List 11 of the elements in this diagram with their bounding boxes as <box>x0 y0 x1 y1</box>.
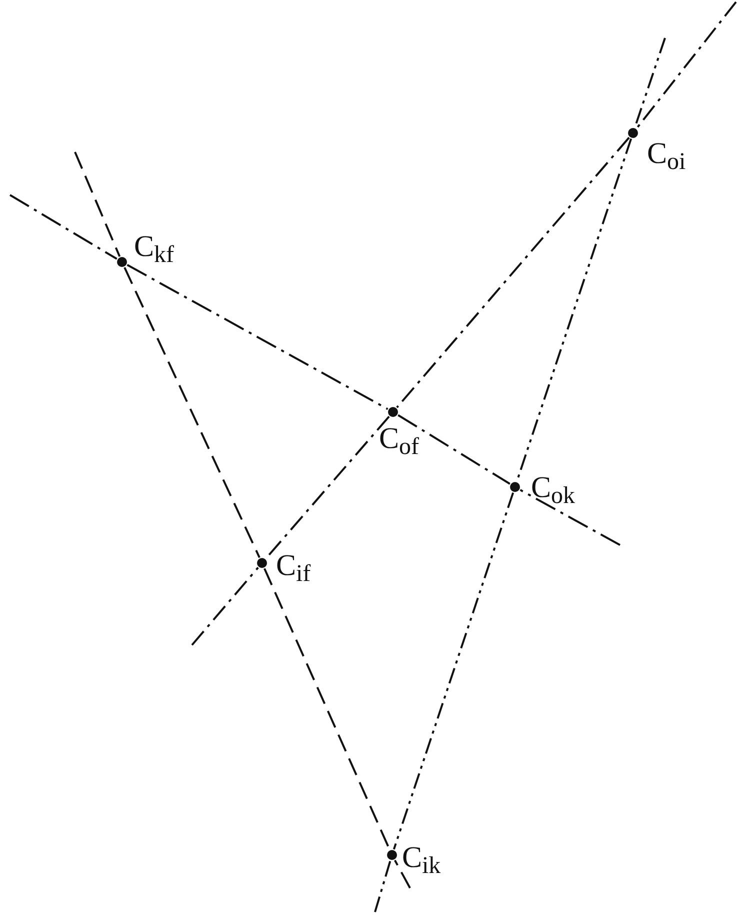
point-label: C$_{ok}$ <box>531 473 576 508</box>
construction-line <box>392 492 514 850</box>
point-label: C$_{ik}$ <box>402 843 441 878</box>
point-label: C$_{if}$ <box>276 551 311 586</box>
point-label: C$_{kf}$ <box>134 232 174 267</box>
construction-line <box>126 264 388 410</box>
point-label: C$_{of}$ <box>379 424 420 459</box>
construction-line <box>396 136 630 408</box>
point-label: C$_{oi}$ <box>647 139 686 174</box>
construction-line <box>124 267 260 558</box>
construction-line <box>398 414 510 485</box>
